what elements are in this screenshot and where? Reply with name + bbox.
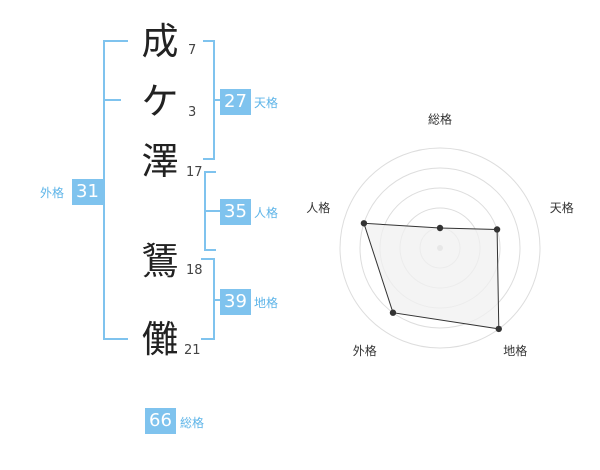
jinkaku-tick (204, 210, 222, 212)
gaikaku-inner-tick (103, 99, 121, 101)
tenkaku-tick (214, 99, 222, 101)
radar-area (363, 222, 500, 330)
radar-point-4 (389, 309, 397, 316)
chikaku-bracket (201, 258, 215, 340)
radar-point-5 (360, 220, 368, 227)
radar-axis-label-3: 地格 (503, 343, 527, 358)
radar-point-1 (436, 224, 444, 232)
name-char-4: 鵟 (141, 240, 179, 283)
radar-axis-label-2: 天格 (550, 200, 574, 215)
gaikaku-label: 外格 (40, 186, 65, 200)
gaikaku-badge: 31 (72, 179, 103, 205)
stroke-count-3: 17 (186, 165, 203, 180)
stroke-count-4: 18 (186, 263, 203, 278)
radar-point-3 (495, 325, 502, 333)
tenkaku-label: 天格 (254, 96, 279, 110)
jinkaku-badge: 35 (220, 199, 251, 225)
name-char-1: 成 (141, 20, 179, 63)
name-char-2: ケ (141, 80, 179, 123)
radar-ring-4 (359, 167, 521, 329)
soukaku-badge: 66 (145, 408, 176, 434)
soukaku-label: 総格 (180, 416, 205, 430)
stroke-count-2: 3 (188, 105, 197, 120)
stroke-count-1: 7 (188, 43, 197, 58)
chikaku-tick (214, 299, 222, 301)
radar-axis-label-4: 外格 (353, 343, 377, 358)
jinkaku-label: 人格 (254, 206, 279, 220)
radar-axis-label-5: 人格 (306, 200, 330, 215)
stroke-count-5: 21 (184, 343, 201, 358)
chikaku-label: 地格 (254, 296, 279, 310)
radar-axis-label-1: 総格 (428, 112, 452, 127)
name-char-3: 澤 (141, 140, 179, 183)
name-char-5: 儺 (141, 318, 179, 361)
tenkaku-badge: 27 (220, 89, 251, 115)
radar-point-2 (493, 226, 501, 233)
chikaku-badge: 39 (220, 289, 251, 315)
gaikaku-bracket (103, 40, 128, 340)
